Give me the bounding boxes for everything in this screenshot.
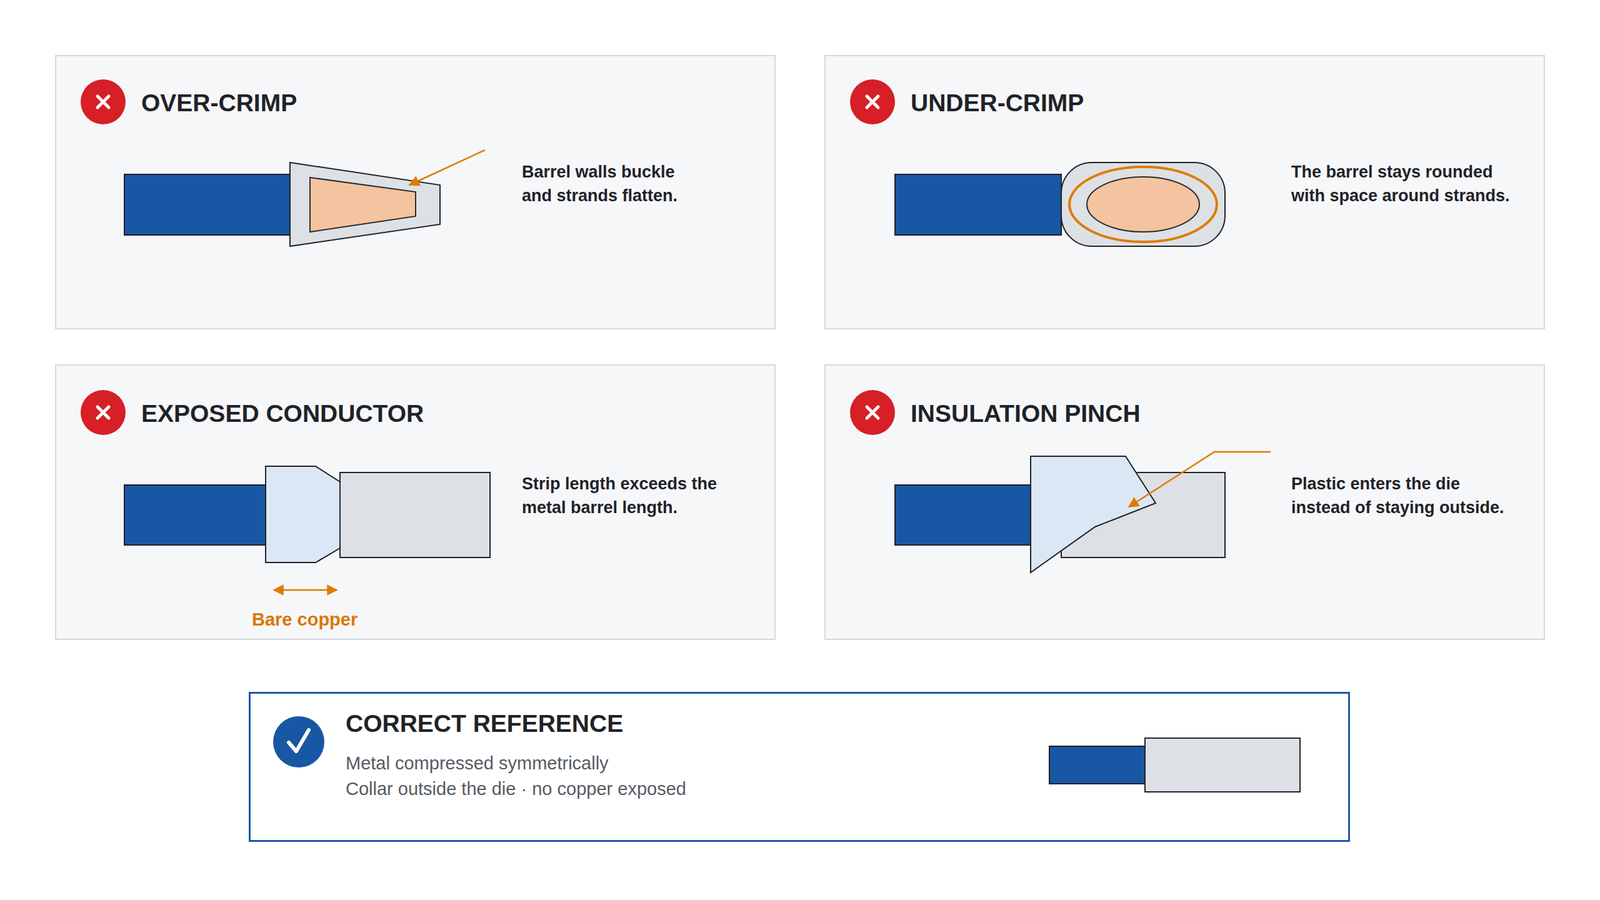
text-slot: The barrel stays rounded with space arou… xyxy=(1291,160,1529,208)
panel-heading: OVER-CRIMP xyxy=(141,88,297,118)
error-icon xyxy=(80,79,126,125)
panel-heading: UNDER-CRIMP xyxy=(910,88,1084,118)
text-slot: EXPOSED CONDUCTOR xyxy=(141,399,424,429)
over-crimp-illustration xyxy=(124,150,485,247)
text-slot: Collar outside the die · no copper expos… xyxy=(345,776,687,802)
panel-description: Plastic enters the die instead of stayin… xyxy=(1291,471,1523,520)
check-icon xyxy=(273,716,325,768)
error-icon xyxy=(850,390,895,435)
text-slot: Plastic enters the die instead of stayin… xyxy=(1291,471,1523,520)
panel-heading: CORRECT REFERENCE xyxy=(345,709,624,739)
panel-description: Barrel walls buckle and strands flatten. xyxy=(521,160,710,208)
text-slot: INSULATION PINCH xyxy=(910,399,1141,429)
panel-heading: INSULATION PINCH xyxy=(910,399,1141,429)
text-slot: Barrel walls buckle and strands flatten. xyxy=(521,160,710,208)
text-slot: Strip length exceeds the metal barrel le… xyxy=(521,471,729,520)
panel-note: Metal compressed symmetrically xyxy=(345,750,609,777)
panel-description: Strip length exceeds the metal barrel le… xyxy=(521,471,729,520)
text-slot: CORRECT REFERENCE xyxy=(345,709,624,739)
correct-crimp-illustration xyxy=(1049,738,1300,792)
panel-note: Collar outside the die · no copper expos… xyxy=(345,776,687,802)
panel-description: The barrel stays rounded with space arou… xyxy=(1291,160,1529,208)
text-slot: Metal compressed symmetrically xyxy=(345,750,609,777)
under-crimp-illustration xyxy=(895,162,1225,247)
insulation-pinch-illustration xyxy=(895,451,1271,573)
text-slot: OVER-CRIMP xyxy=(141,88,297,118)
exposed-conductor-illustration xyxy=(124,466,490,590)
text-slot: UNDER-CRIMP xyxy=(910,88,1084,118)
dimension-label: Bare copper xyxy=(250,609,360,630)
error-icon xyxy=(80,390,126,435)
panel-heading: EXPOSED CONDUCTOR xyxy=(141,399,424,429)
error-icon xyxy=(850,79,895,125)
